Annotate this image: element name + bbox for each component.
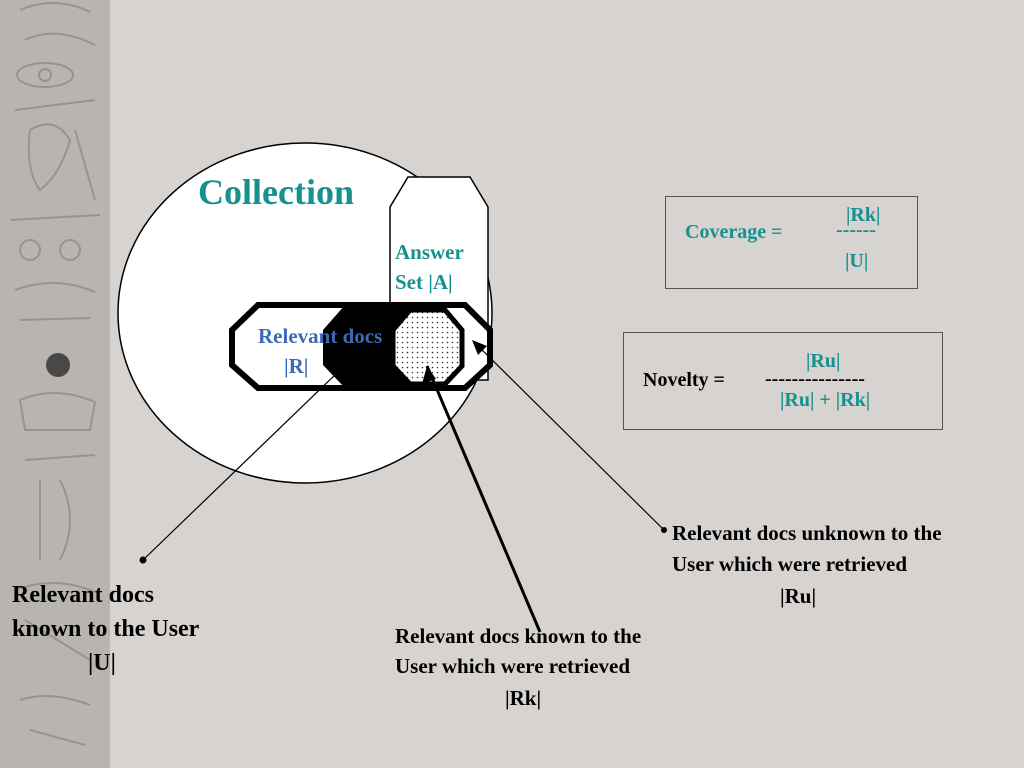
callout-known-line2: known to the User [12, 616, 200, 642]
coverage-denominator: |U| [845, 250, 869, 272]
hieroglyph-strip-image [0, 0, 110, 768]
pointer-unknown-retrieved-arrowhead [472, 340, 487, 355]
relevant-docs-label: Relevant docs [258, 324, 383, 348]
answer-set-label-line2: Set |A| [395, 270, 453, 294]
callout-known-retrieved-line1: Relevant docs known to the [395, 624, 642, 648]
novelty-numerator: |Ru| [806, 350, 841, 372]
retrieved-known-shape [390, 307, 465, 387]
novelty-denominator: |Ru| + |Rk| [780, 389, 871, 411]
novelty-fraction-bar: --------------- [765, 368, 865, 390]
callout-known-retrieved-line3: |Rk| [505, 686, 542, 710]
coverage-numerator: |Rk| [846, 204, 881, 226]
novelty-box [623, 332, 943, 430]
callout-unknown-retrieved-line2: User which were retrieved [672, 552, 908, 576]
coverage-label: Coverage = [685, 221, 783, 243]
callout-known-line3: |U| [88, 650, 116, 676]
coverage-fraction-bar: ------ [836, 219, 876, 241]
coverage-box [665, 196, 918, 289]
callout-known-line1: Relevant docs [12, 582, 154, 608]
pointer-known-retrieved [425, 365, 542, 633]
answer-set-label-line1: Answer [395, 240, 464, 264]
known-docs-shape [323, 305, 410, 388]
novelty-label: Novelty = [643, 369, 725, 391]
pointer-unknown-retrieved [473, 341, 665, 531]
callout-unknown-retrieved-line3: |Ru| [780, 584, 817, 608]
pointer-known [142, 371, 339, 561]
pointer-known-retrieved-arrowhead [422, 366, 436, 384]
collection-label: Collection [198, 172, 354, 212]
pointer-known-dot [139, 556, 147, 564]
callout-known-retrieved-line2: User which were retrieved [395, 654, 631, 678]
pointer-unknown-dot [661, 527, 667, 533]
callout-unknown-retrieved-line1: Relevant docs unknown to the [672, 521, 942, 545]
relevant-docs-count: |R| [284, 354, 309, 378]
